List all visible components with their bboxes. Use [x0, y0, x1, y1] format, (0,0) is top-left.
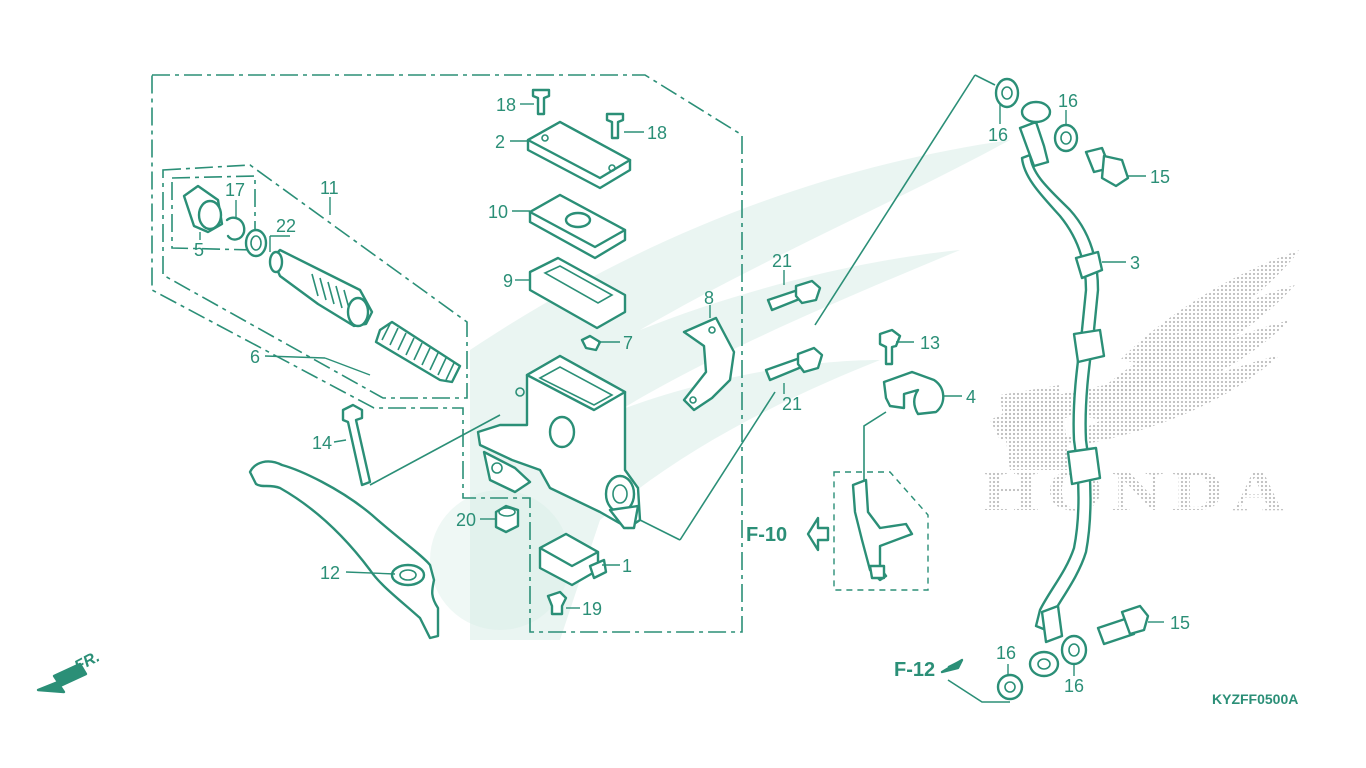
label-17: 17 [225, 180, 245, 200]
label-10: 10 [488, 202, 508, 222]
label-18-top: 18 [496, 95, 516, 115]
label-16-top-right: 16 [1058, 91, 1078, 111]
label-21-upper: 21 [772, 251, 792, 271]
label-9: 9 [503, 271, 513, 291]
washer-16-top-right [1053, 123, 1079, 153]
label-15-top: 15 [1150, 167, 1170, 187]
label-16-top-left: 16 [988, 125, 1008, 145]
label-11: 11 [320, 178, 339, 198]
label-8: 8 [704, 288, 714, 308]
label-2: 2 [495, 132, 505, 152]
label-14: 14 [312, 433, 332, 453]
screw-18-right [605, 112, 625, 140]
label-21-lower: 21 [782, 394, 802, 414]
banjo-bolt-15-bottom [1096, 604, 1150, 646]
front-direction-arrow: FR. [36, 648, 103, 694]
label-13: 13 [920, 333, 940, 353]
clip-7 [580, 334, 602, 352]
label-7: 7 [623, 333, 633, 353]
part-labels: 18 18 2 10 9 7 8 1 19 20 14 12 6 5 17 22… [194, 91, 1190, 696]
label-18-right: 18 [647, 123, 667, 143]
reservoir-cap-2 [526, 120, 632, 190]
bolt-13 [878, 328, 902, 366]
label-22: 22 [276, 216, 296, 236]
brake-hose-3 [1018, 100, 1106, 678]
honda-watermark-text: HONDA [982, 458, 1292, 523]
label-20: 20 [456, 510, 476, 530]
honda-logo-watermark: HONDA [982, 250, 1300, 523]
diaphragm-9 [528, 256, 627, 330]
label-16-bottom-left: 16 [996, 643, 1016, 663]
label-1: 1 [622, 556, 632, 576]
screw-19 [546, 590, 568, 616]
label-12: 12 [320, 563, 340, 583]
ref-f12: F-12 [894, 659, 935, 681]
diaphragm-plate-10 [528, 193, 627, 260]
boot-5 [182, 184, 224, 234]
piston-11 [268, 248, 374, 328]
ref-f10: F-10 [746, 524, 787, 546]
group-outlines [151, 74, 1010, 703]
brake-lever-12 [248, 460, 440, 640]
master-cylinder-body [476, 354, 642, 530]
banjo-bolt-15-top [1084, 146, 1130, 188]
f12-arrow [940, 658, 964, 674]
diagram-code: KYZFF0500A [1212, 691, 1298, 707]
washer-22 [244, 228, 268, 258]
leader-lines [199, 103, 1164, 676]
label-3: 3 [1130, 253, 1140, 273]
bolt-21-upper [766, 279, 822, 312]
washer-16-top-left [994, 77, 1020, 109]
bracket-inset-f10 [806, 478, 914, 582]
label-6: 6 [250, 347, 260, 367]
nut-20 [494, 504, 520, 534]
label-15-bottom: 15 [1170, 613, 1190, 633]
label-19: 19 [582, 599, 602, 619]
pivot-bolt-14 [341, 403, 372, 487]
washer-16-bottom-right [1060, 634, 1088, 666]
label-4: 4 [966, 387, 976, 407]
washer-16-bottom-left [996, 673, 1024, 701]
snap-ring-17 [225, 216, 246, 241]
screw-18-top [531, 88, 551, 116]
holder-8 [682, 316, 736, 412]
label-5: 5 [194, 240, 204, 260]
label-16-bottom-right: 16 [1064, 676, 1084, 696]
hose-clamp-4 [882, 370, 945, 416]
spring-6 [374, 320, 462, 384]
bolt-21-lower [764, 346, 824, 382]
